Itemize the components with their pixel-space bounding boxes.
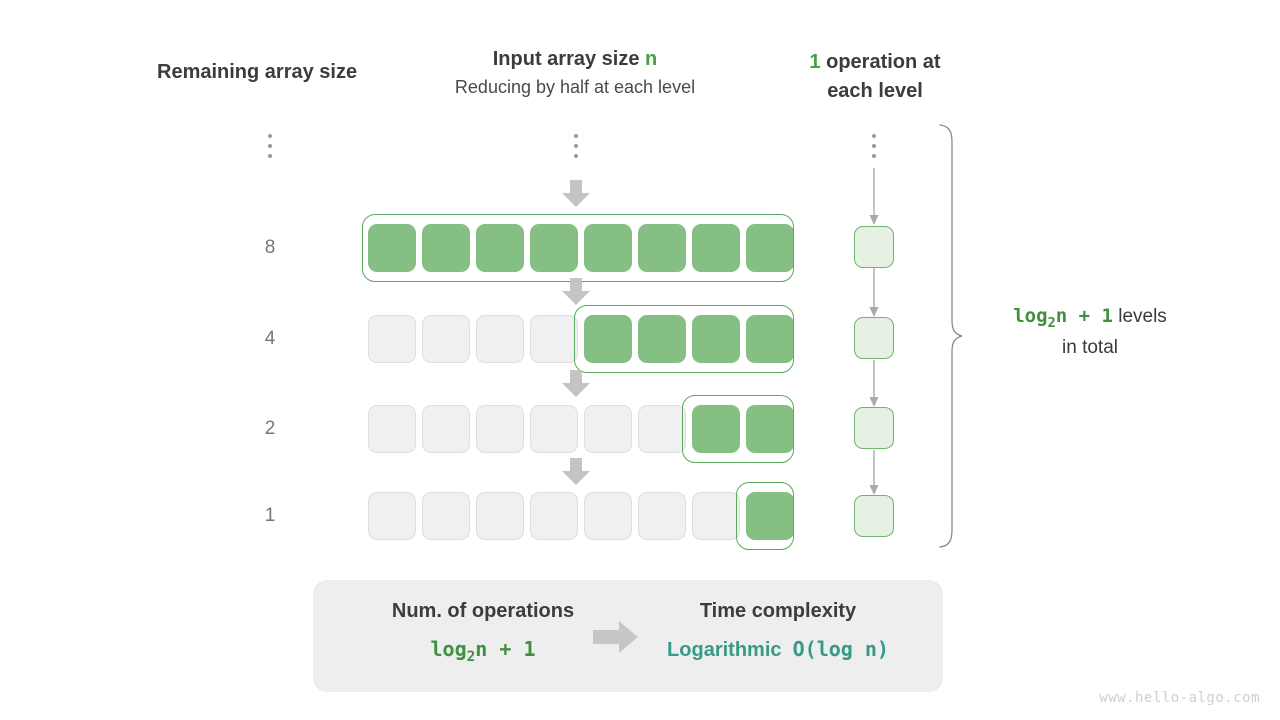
down-arrow-icon (561, 370, 591, 398)
right-arrow-icon (593, 620, 639, 654)
operation-cell-level-4 (854, 495, 894, 537)
array-cell-active (746, 224, 794, 272)
header-right-count: 1 (809, 51, 821, 73)
op-connector-arrow (867, 268, 881, 318)
array-row-level-1 (368, 220, 794, 276)
array-cell-inactive (692, 492, 740, 540)
header-middle-title: Input array size n (355, 47, 795, 72)
array-cell-inactive (584, 492, 632, 540)
summary-complexity-value: Logarithmic O(log n) (638, 637, 918, 662)
array-cell-inactive (476, 492, 524, 540)
header-right-line1: 1 operation at (790, 50, 960, 75)
array-cell-inactive (368, 405, 416, 453)
summary-complexity-title: Time complexity (699, 600, 857, 622)
array-cell-inactive (422, 405, 470, 453)
array-cell-active (692, 315, 740, 363)
header-remaining-array-size: Remaining array size (157, 60, 357, 85)
levels-label-line2: in total (1062, 336, 1118, 358)
ellipsis-right (869, 134, 879, 158)
array-row-level-4 (368, 488, 794, 544)
header-right-line1-text: operation at (820, 51, 941, 73)
summary-complexity-word: Logarithmic (667, 639, 782, 661)
array-cell-inactive (530, 492, 578, 540)
op-connector-arrow (867, 360, 881, 408)
array-cell-active (368, 224, 416, 272)
header-middle-subtitle: Reducing by half at each level (454, 77, 696, 97)
array-cell-active (692, 405, 740, 453)
ellipsis-left (265, 134, 275, 158)
levels-label-tail: levels (1112, 306, 1167, 327)
levels-formula-line: log2n + 1 levels (980, 303, 1200, 334)
header-middle-title-variable: n (645, 48, 658, 70)
array-cell-inactive (530, 315, 578, 363)
array-cell-active (638, 315, 686, 363)
dot (574, 134, 578, 138)
array-cell-active (746, 405, 794, 453)
row-label-1: 1 (264, 505, 276, 526)
summary-complexity: Time complexity Logarithmic O(log n) (638, 600, 918, 662)
down-arrow-icon (561, 458, 591, 486)
dot (574, 154, 578, 158)
array-cell-inactive (476, 405, 524, 453)
operation-cell-level-3 (854, 407, 894, 449)
down-arrow-icon (561, 180, 591, 208)
watermark: www.hello-algo.com (1099, 690, 1260, 706)
dot (268, 144, 272, 148)
array-cell-inactive (638, 492, 686, 540)
row-label-2: 2 (264, 418, 276, 439)
summary-box: Num. of operations log2n + 1 Time comple… (313, 580, 943, 692)
levels-total-label: log2n + 1 levels in total (980, 303, 1200, 361)
dot (574, 144, 578, 148)
summary-operations-value: log2n + 1 (430, 637, 536, 665)
array-cell-inactive (368, 492, 416, 540)
array-cell-inactive (638, 405, 686, 453)
array-cell-active (746, 492, 794, 540)
levels-formula: log2n + 1 (1013, 305, 1113, 331)
header-operations-per-level: 1 operation at each level (790, 50, 960, 104)
array-cell-active (530, 224, 578, 272)
array-row-level-3 (368, 401, 794, 457)
header-middle-title-text: Input array size (492, 48, 646, 70)
array-cell-inactive (368, 315, 416, 363)
array-cell-active (584, 224, 632, 272)
array-row-level-2 (368, 311, 794, 367)
op-connector-arrow (867, 168, 881, 226)
array-cell-inactive (476, 315, 524, 363)
header-left-title: Remaining array size (157, 61, 358, 83)
array-cell-inactive (422, 492, 470, 540)
row-label-8: 8 (264, 237, 276, 258)
summary-operations: Num. of operations log2n + 1 (343, 600, 623, 665)
dot (872, 154, 876, 158)
ellipsis-middle (571, 134, 581, 158)
dot (872, 144, 876, 148)
header-right-line2: each level (827, 80, 923, 102)
array-cell-inactive (422, 315, 470, 363)
operation-cell-level-2 (854, 317, 894, 359)
operation-cell-level-1 (854, 226, 894, 268)
dot (268, 134, 272, 138)
array-cell-active (746, 315, 794, 363)
array-cell-active (476, 224, 524, 272)
row-label-4: 4 (264, 328, 276, 349)
dot (872, 134, 876, 138)
array-cell-active (422, 224, 470, 272)
array-cell-inactive (584, 405, 632, 453)
array-cell-active (638, 224, 686, 272)
array-cell-active (692, 224, 740, 272)
down-arrow-icon (561, 278, 591, 306)
summary-operations-title: Num. of operations (391, 600, 575, 622)
op-connector-arrow (867, 450, 881, 496)
summary-complexity-notation: O(log n) (792, 637, 889, 661)
array-cell-active (584, 315, 632, 363)
levels-brace (936, 124, 966, 548)
dot (268, 154, 272, 158)
header-input-array-size: Input array size n Reducing by half at e… (355, 47, 795, 99)
array-cell-inactive (530, 405, 578, 453)
